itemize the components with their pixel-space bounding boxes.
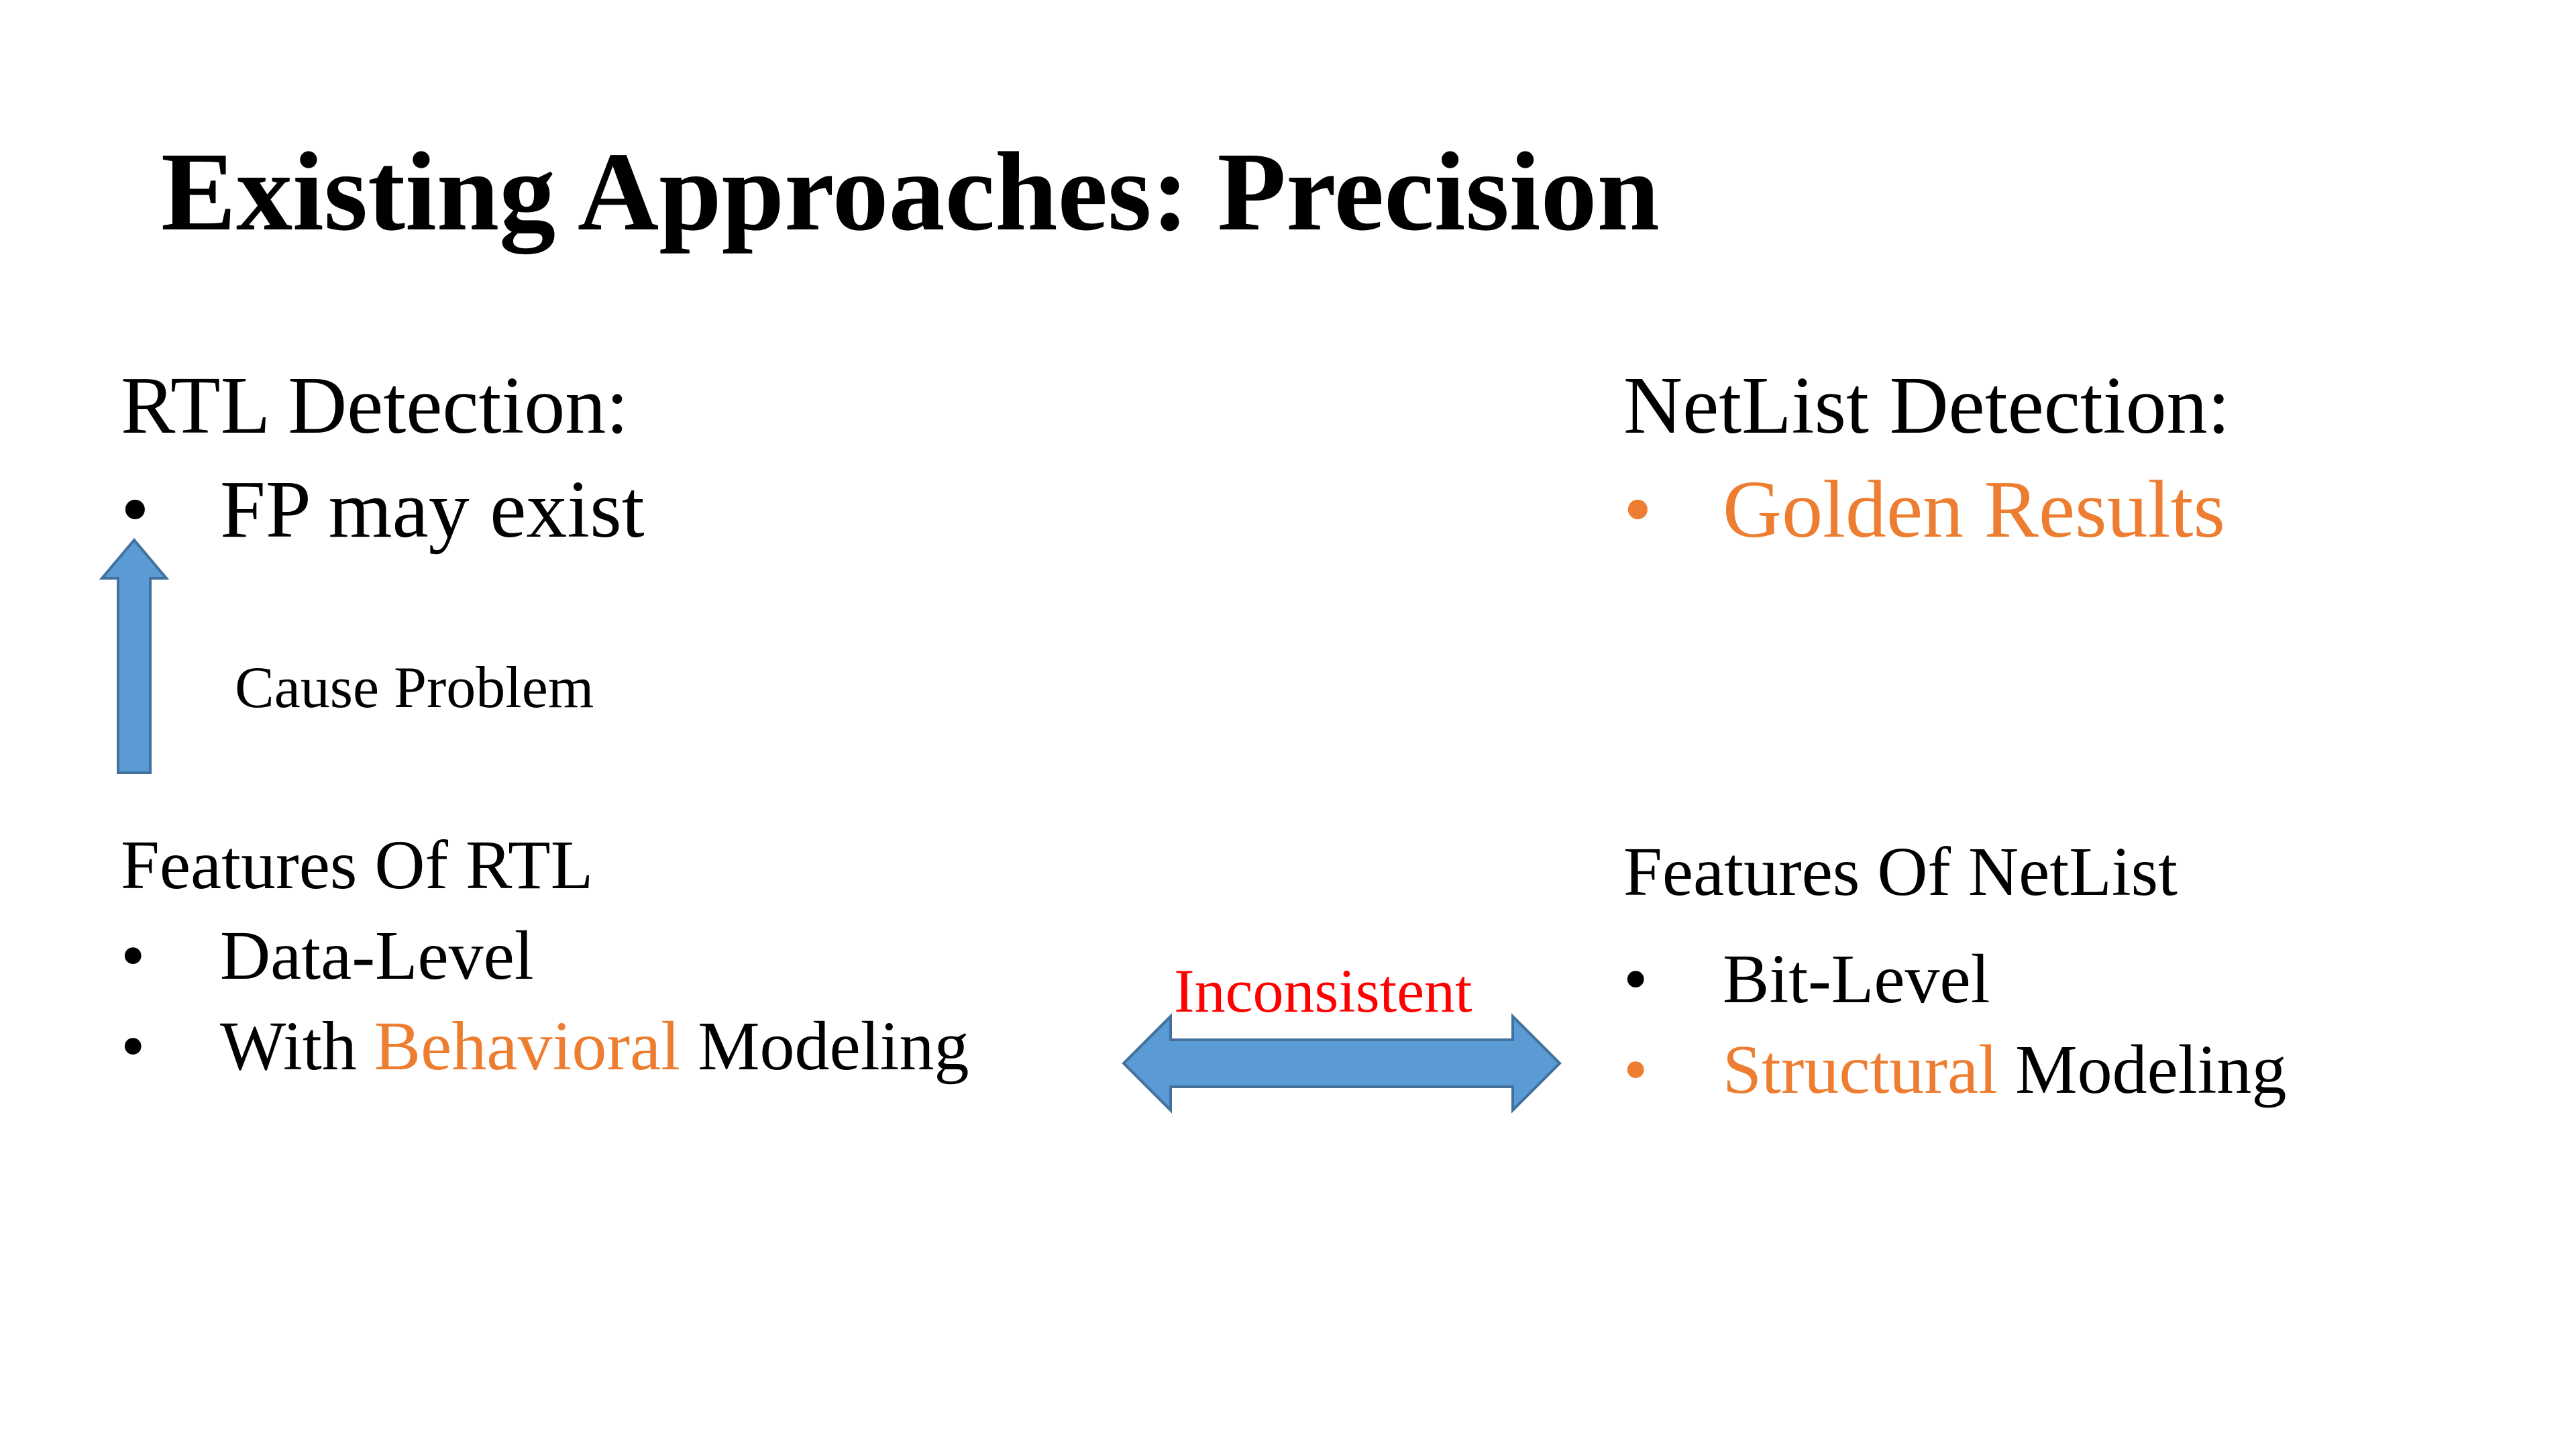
- netlist-feature-item: • Bit-Level: [1623, 939, 2496, 1026]
- netlist-feature-item: • Structural Modeling: [1623, 1030, 2496, 1117]
- rtl-bullet-text: FP may exist: [220, 464, 645, 555]
- rtl-feature-text: With Behavioral Modeling: [220, 1006, 969, 1087]
- double-arrow-icon: [1122, 1013, 1562, 1114]
- netlist-bullet-item: • Golden Results: [1623, 463, 2294, 564]
- rtl-detection-heading: RTL Detection:: [121, 360, 629, 451]
- rtl-feature-item: • With Behavioral Modeling: [121, 1006, 1127, 1093]
- bullet-dot: •: [1623, 464, 1652, 555]
- up-arrow-icon: [99, 537, 170, 774]
- bullet-dot: •: [1623, 1031, 1648, 1108]
- feature-suffix: Modeling: [1998, 1031, 2287, 1108]
- feature-highlight: Structural: [1723, 1031, 1998, 1108]
- netlist-feature-text: Bit-Level: [1723, 941, 1990, 1018]
- inconsistent-label: Inconsistent: [1174, 957, 1472, 1025]
- rtl-bullet-item: • FP may exist: [121, 463, 724, 564]
- rtl-feature-item: • Data-Level: [121, 916, 1127, 1003]
- netlist-features-heading: Features Of NetList: [1623, 833, 2178, 910]
- bullet-dot: •: [1623, 941, 1648, 1018]
- netlist-feature-text: Structural Modeling: [1723, 1030, 2287, 1110]
- bullet-dot: •: [121, 917, 146, 994]
- feature-highlight: Behavioral: [374, 1008, 681, 1085]
- feature-prefix: With: [220, 1008, 374, 1085]
- netlist-detection-heading: NetList Detection:: [1623, 360, 2231, 451]
- netlist-bullet-text: Golden Results: [1723, 464, 2225, 555]
- cause-problem-label: Cause Problem: [235, 655, 594, 720]
- rtl-features-heading: Features Of RTL: [121, 826, 594, 904]
- feature-suffix: Modeling: [680, 1008, 969, 1085]
- slide-title: Existing Approaches: Precision: [161, 129, 1660, 254]
- bullet-dot: •: [121, 1008, 146, 1085]
- rtl-feature-text: Data-Level: [220, 917, 534, 994]
